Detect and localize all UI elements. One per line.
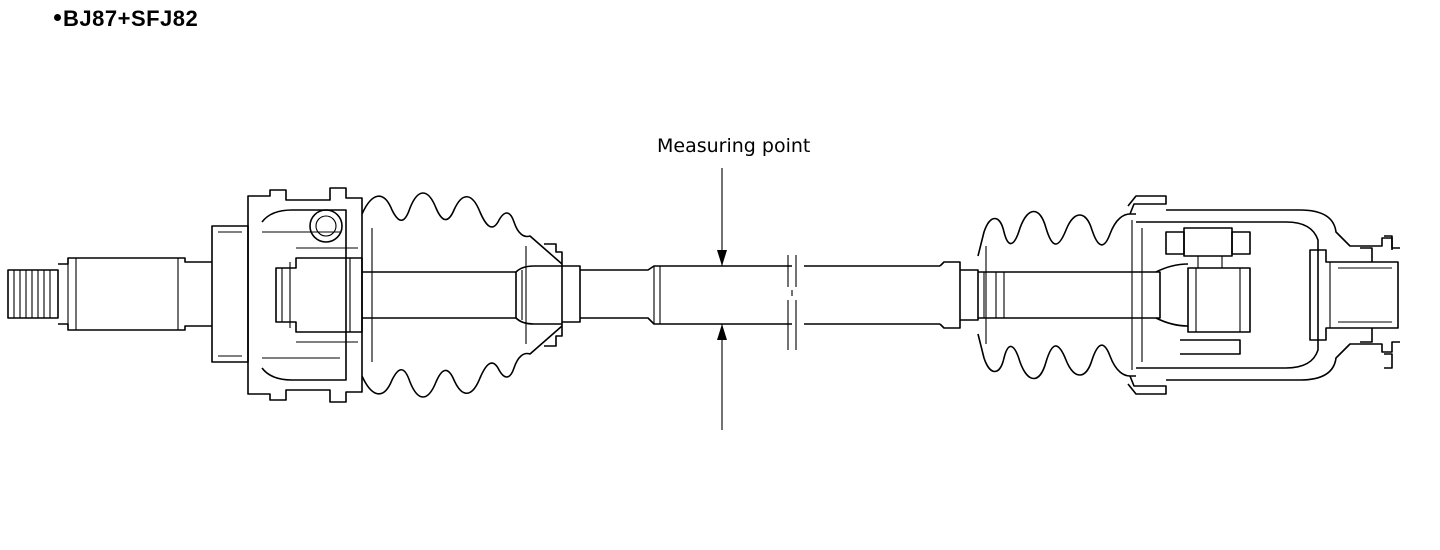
model-code: BJ87+SFJ82 [63, 6, 199, 31]
inboard-tripod-joint [1127, 195, 1400, 395]
outboard-stub-shaft [7, 257, 212, 331]
shaft-left-section [362, 265, 792, 325]
shaft-break-symbol [787, 255, 940, 350]
outboard-boot [361, 192, 581, 398]
inboard-boot [977, 210, 1136, 380]
shaft-right-section [939, 261, 1189, 329]
measuring-point-label: Measuring point [657, 135, 810, 157]
diagram-title: BJ87+SFJ82 [54, 6, 198, 32]
measuring-point-marker: Measuring point [657, 135, 810, 430]
bullet-icon [54, 13, 61, 21]
arrow-down-icon [717, 250, 727, 266]
arrow-up-icon [717, 324, 727, 340]
outboard-cv-joint [211, 187, 363, 403]
